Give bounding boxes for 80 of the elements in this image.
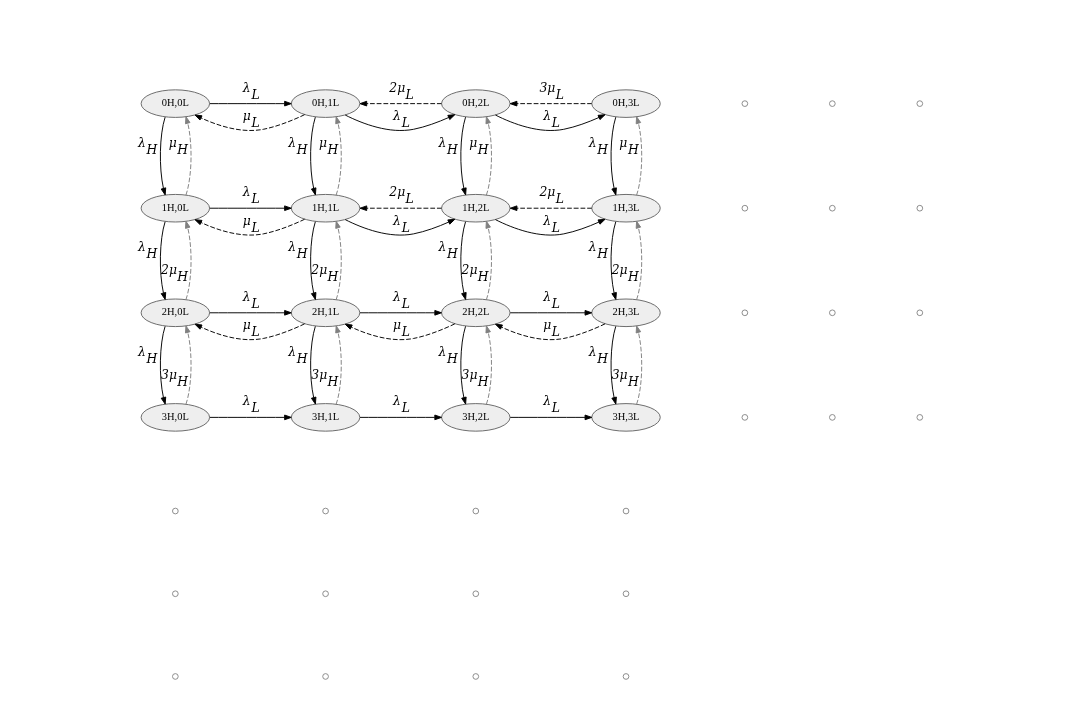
arrow (344, 218, 456, 236)
node-ellipse: 0H,1L (290, 89, 361, 118)
node-ellipse: 3H,0L (140, 403, 211, 432)
arrow (610, 116, 617, 196)
arrow (495, 323, 606, 341)
arrow (159, 221, 167, 300)
arrow (335, 116, 342, 196)
node-circle (472, 590, 480, 598)
node-circle (829, 414, 836, 421)
node-circle (916, 309, 924, 317)
arrow (460, 116, 467, 196)
arrow (344, 114, 456, 131)
arrow (310, 116, 317, 196)
arrow (509, 310, 593, 316)
node-circle (741, 100, 749, 107)
node-circle (172, 590, 179, 598)
arrow (335, 220, 342, 301)
arrow (159, 325, 167, 405)
node-circle (916, 204, 924, 212)
node-circle (741, 204, 749, 212)
arrow (635, 220, 643, 301)
node-circle (322, 590, 329, 598)
node-circle (472, 673, 480, 680)
arrow (485, 220, 492, 301)
arrow (209, 205, 292, 211)
arrow (335, 325, 342, 405)
arrow (610, 221, 617, 300)
arrow (209, 100, 292, 107)
node-circle (172, 507, 179, 515)
arrow (359, 310, 442, 316)
node-circle (916, 414, 924, 421)
arrow (185, 325, 192, 405)
node-ellipse: 0H,3L (591, 89, 661, 118)
arrow (359, 414, 442, 421)
arrow (185, 220, 192, 301)
arrow (635, 325, 643, 405)
node-circle (916, 100, 924, 107)
node-ellipse: 3H,3L (591, 403, 661, 432)
arrow (209, 414, 292, 421)
arrow (460, 221, 467, 300)
arrow (359, 205, 442, 211)
arrow (509, 205, 593, 211)
node-ellipse: 3H,1L (290, 403, 361, 432)
node-ellipse: 1H,0L (140, 193, 211, 223)
arrow (485, 116, 492, 196)
arrow (509, 414, 593, 421)
node-ellipse: 2H,3L (591, 298, 661, 328)
arrow (194, 323, 306, 341)
arrow (159, 116, 167, 196)
node-circle (172, 673, 179, 680)
node-ellipse: 3H,2L (441, 403, 511, 432)
node-circle (829, 100, 836, 107)
node-circle (741, 414, 749, 421)
arrow (194, 218, 306, 236)
arrow (610, 325, 617, 405)
arrow (635, 116, 643, 196)
node-circle (472, 507, 480, 515)
node-circle (741, 309, 749, 317)
arrow (344, 323, 456, 341)
arrow (310, 221, 317, 300)
arrow (185, 116, 192, 196)
arrow (485, 325, 492, 405)
node-circle (829, 309, 836, 317)
node-circle (322, 673, 329, 680)
arrow (460, 325, 467, 405)
node-ellipse: 1H,1L (290, 193, 361, 223)
node-circle (622, 673, 630, 680)
arrow (509, 100, 593, 107)
node-circle (622, 590, 630, 598)
arrow (194, 114, 306, 131)
arrow (209, 310, 292, 316)
node-ellipse: 0H,2L (441, 89, 511, 118)
node-circle (622, 507, 630, 515)
arrow (310, 325, 317, 405)
arrow (359, 100, 442, 107)
node-ellipse: 0H,0L (140, 89, 211, 118)
node-circle (829, 204, 836, 212)
node-circle (322, 507, 329, 515)
arrow (495, 218, 606, 236)
arrow (495, 114, 606, 131)
